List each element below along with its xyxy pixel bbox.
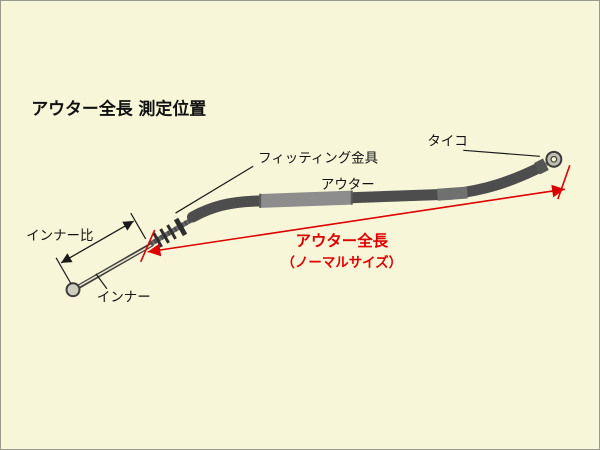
taiko-leader-line <box>463 149 540 157</box>
label-normal-size: （ノーマルサイズ） <box>282 254 403 271</box>
inner-cable-end-ring <box>65 282 81 298</box>
label-fitting: フィッティング金具 <box>258 150 378 166</box>
inner-leader-line <box>95 273 108 290</box>
label-outer-total-length: アウター全長 <box>296 231 389 250</box>
outer-dimension-line <box>147 184 565 257</box>
inner-dim-tick-right <box>130 212 147 240</box>
cable-sleeve <box>259 190 353 208</box>
inner-dimension-line <box>60 220 135 264</box>
label-inner: インナー <box>97 291 151 306</box>
taiko-hole <box>550 155 558 163</box>
page-title: アウター全長 測定位置 <box>31 98 206 118</box>
inner-dim-tick-left <box>55 257 72 285</box>
cable-ferrule <box>436 186 468 201</box>
label-outer: アウター <box>321 177 375 193</box>
outer-dim-tick-right <box>557 165 571 200</box>
label-inner-length: インナー比 <box>26 228 93 244</box>
end-cap <box>534 158 549 175</box>
label-taiko: タイコ <box>427 133 467 149</box>
inner-cable-core <box>77 244 153 288</box>
